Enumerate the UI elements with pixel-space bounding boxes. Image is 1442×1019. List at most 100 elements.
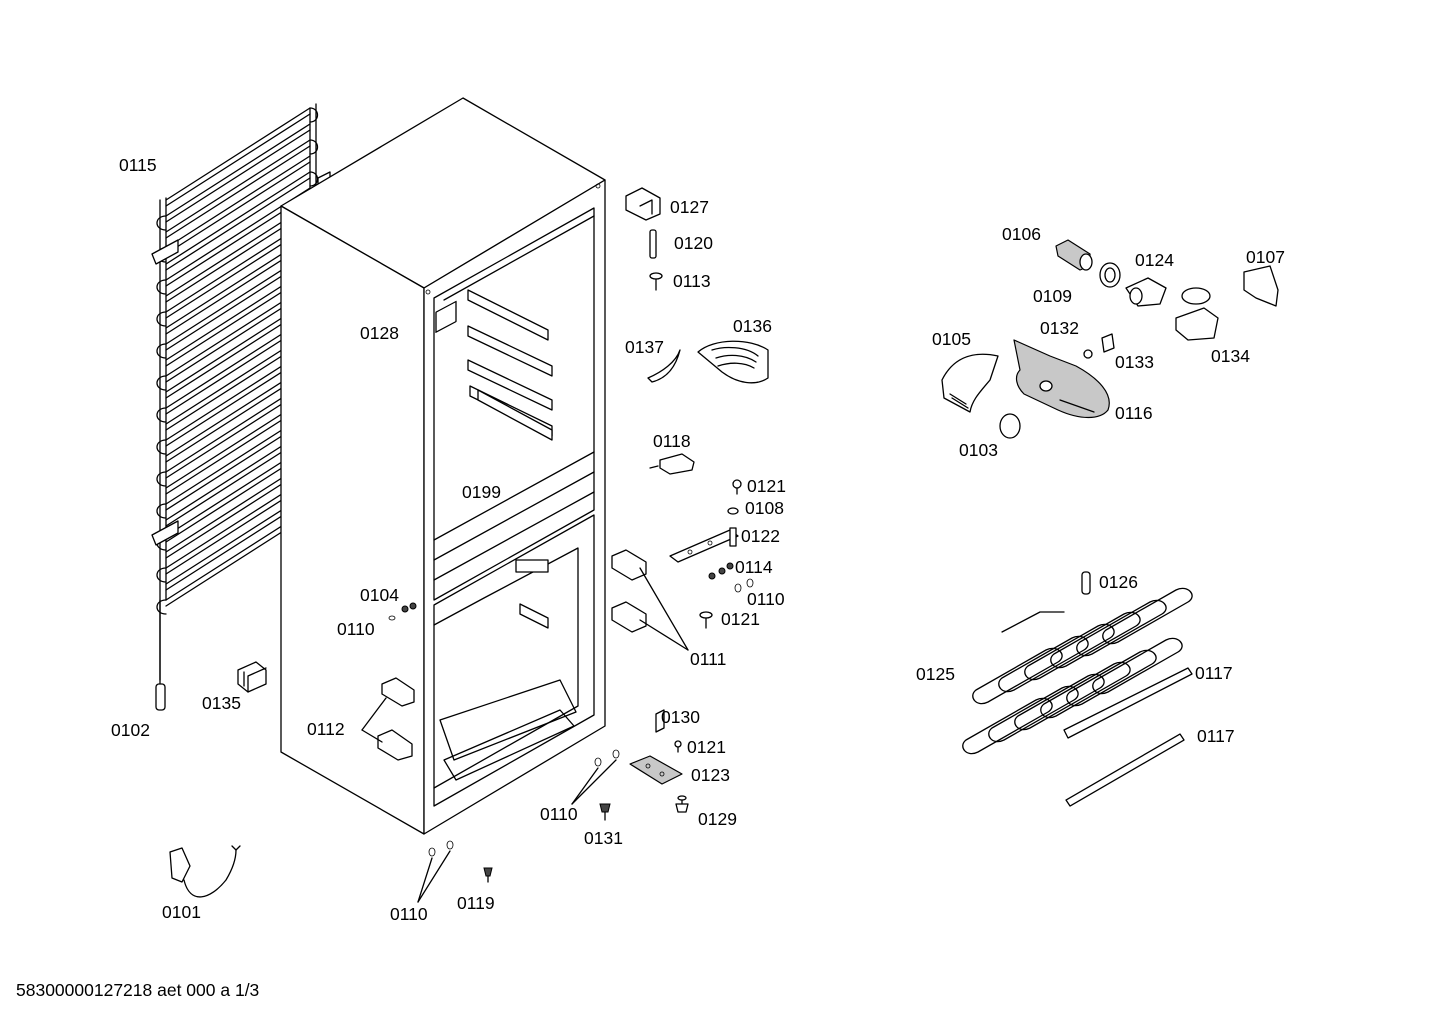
label-0116: 0116 — [1115, 403, 1153, 423]
label-0117-a: 0117 — [1195, 663, 1233, 683]
coil-bend — [156, 375, 167, 391]
label-0133: 0133 — [1115, 352, 1154, 372]
label-0113: 0113 — [673, 271, 711, 291]
coil-tube — [165, 171, 311, 265]
coil-bend — [156, 343, 167, 359]
coil-tube — [165, 161, 311, 255]
label-0134: 0134 — [1211, 346, 1250, 366]
label-0127: 0127 — [670, 197, 709, 217]
shelf-rail — [467, 289, 549, 341]
label-0104: 0104 — [360, 585, 399, 605]
label-0105: 0105 — [932, 329, 971, 349]
part-0127 — [625, 187, 661, 221]
label-0120: 0120 — [674, 233, 713, 253]
part-0110-lower — [571, 749, 620, 805]
part-0116 — [1013, 339, 1110, 419]
label-0101: 0101 — [162, 902, 201, 922]
coil-tube — [165, 113, 311, 207]
label-0108: 0108 — [745, 498, 784, 518]
coil-tube — [165, 145, 311, 239]
part-0114 — [708, 562, 734, 580]
coil-bend — [309, 139, 319, 155]
label-0103: 0103 — [959, 440, 998, 460]
heater-loop — [962, 697, 1053, 755]
part-0111 — [611, 549, 689, 651]
part-0133 — [1101, 333, 1115, 353]
label-0102: 0102 — [111, 720, 150, 740]
coil-bend — [156, 503, 167, 519]
coil-bend — [156, 311, 167, 327]
part-0122 — [669, 527, 739, 563]
part-0109 — [1099, 262, 1121, 288]
label-0199: 0199 — [462, 482, 501, 502]
label-0130: 0130 — [661, 707, 700, 727]
part-0110-middle — [734, 578, 754, 593]
part-0121-bottom — [674, 740, 682, 753]
label-0128: 0128 — [360, 323, 399, 343]
part-0120 — [649, 229, 657, 259]
label-0135: 0135 — [202, 693, 241, 713]
coil-tube — [165, 177, 311, 271]
coil-bend — [156, 439, 167, 455]
part-0105 — [941, 353, 999, 413]
part-0118 — [649, 453, 695, 475]
label-0115: 0115 — [119, 155, 157, 175]
part-0125-evaporator — [962, 587, 1193, 755]
shelf-rail — [467, 325, 553, 377]
part-0132 — [1083, 349, 1093, 359]
part-0103 — [999, 413, 1021, 439]
label-0114: 0114 — [735, 557, 773, 577]
label-0121-a: 0121 — [747, 476, 786, 496]
coil-bend — [156, 471, 167, 487]
part-0107 — [1243, 265, 1279, 307]
part-0131 — [599, 803, 611, 821]
label-0126: 0126 — [1099, 572, 1138, 592]
shelf-rail — [467, 359, 553, 411]
part-0121-top — [732, 479, 742, 495]
part-0136 — [697, 340, 769, 384]
label-0119: 0119 — [457, 893, 495, 913]
coil-bend — [156, 279, 167, 295]
coil-bend — [309, 107, 319, 123]
heater-loop — [1102, 587, 1193, 645]
label-0122: 0122 — [741, 526, 780, 546]
refrigerator-cabinet-0199 — [280, 97, 606, 835]
part-0123 — [629, 755, 683, 785]
label-0109: 0109 — [1033, 286, 1072, 306]
label-0112: 0112 — [307, 719, 345, 739]
coil-tube — [165, 129, 311, 223]
shelf-rail — [477, 389, 553, 441]
coil-bend — [156, 215, 167, 231]
part-0130 — [655, 709, 665, 733]
document-id: 58300000127218 aet 000 a 1/3 — [16, 980, 260, 1000]
label-0107: 0107 — [1246, 247, 1285, 267]
coil-bend — [156, 599, 167, 615]
heater-loop — [1092, 637, 1183, 695]
part-0129 — [675, 795, 689, 813]
part-labels: 0115 0102 0135 0101 0128 0199 0104 0110 … — [111, 155, 1285, 924]
coil-tube — [165, 107, 311, 201]
label-0118: 0118 — [653, 431, 691, 451]
part-0121-mid — [699, 611, 713, 629]
label-0106: 0106 — [1002, 224, 1041, 244]
label-0132: 0132 — [1040, 318, 1079, 338]
label-0110-a: 0110 — [337, 619, 375, 639]
label-0124: 0124 — [1135, 250, 1174, 270]
label-0125: 0125 — [916, 664, 955, 684]
label-0137: 0137 — [625, 337, 664, 357]
label-0110-d: 0110 — [540, 804, 578, 824]
label-0131: 0131 — [584, 828, 623, 848]
part-0117 — [1063, 667, 1193, 807]
part-0110-bottom — [417, 840, 493, 903]
label-0111: 0111 — [690, 649, 726, 669]
part-0106 — [1055, 239, 1093, 271]
part-0104 — [388, 602, 417, 621]
part-0112 — [361, 677, 415, 761]
heater-loop — [988, 685, 1079, 743]
part-0126 — [1081, 571, 1091, 595]
label-0117-b: 0117 — [1197, 726, 1235, 746]
coil-bend — [156, 407, 167, 423]
part-0124 — [1125, 277, 1167, 307]
label-0121-b: 0121 — [721, 609, 760, 629]
